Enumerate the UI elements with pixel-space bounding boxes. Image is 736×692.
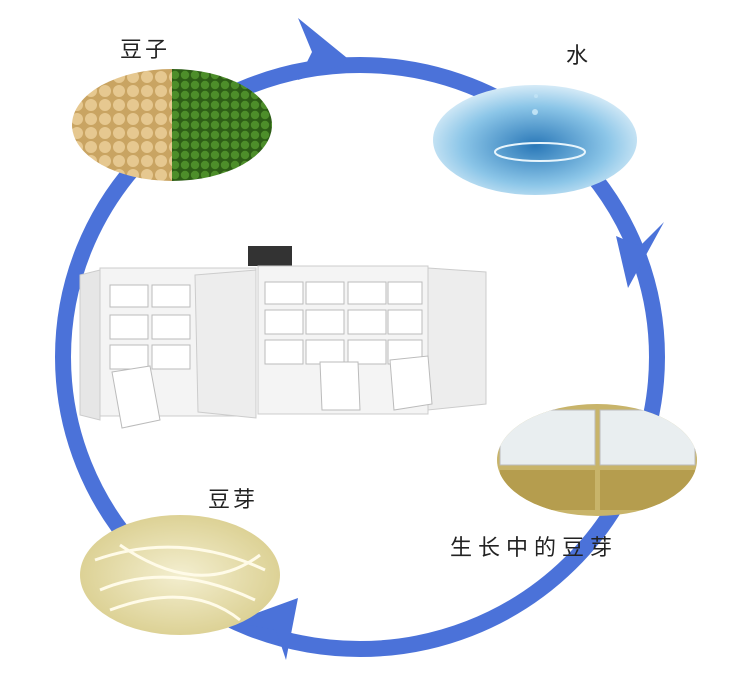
arrow-top-icon [298, 18, 352, 80]
label-sprouts: 豆芽 [208, 488, 259, 513]
label-water: 水 [566, 44, 592, 69]
arrow-right-icon [616, 222, 664, 288]
label-growing-sprouts: 生长中的豆芽 [450, 536, 619, 561]
growing-sprouts-image [497, 404, 697, 516]
label-beans: 豆子 [120, 38, 171, 63]
cycle-ring [55, 57, 665, 657]
arrow-bottom-icon [232, 598, 298, 660]
water-image [433, 85, 637, 195]
sprout-machine-image [79, 246, 487, 429]
sprouts-image [80, 515, 280, 635]
